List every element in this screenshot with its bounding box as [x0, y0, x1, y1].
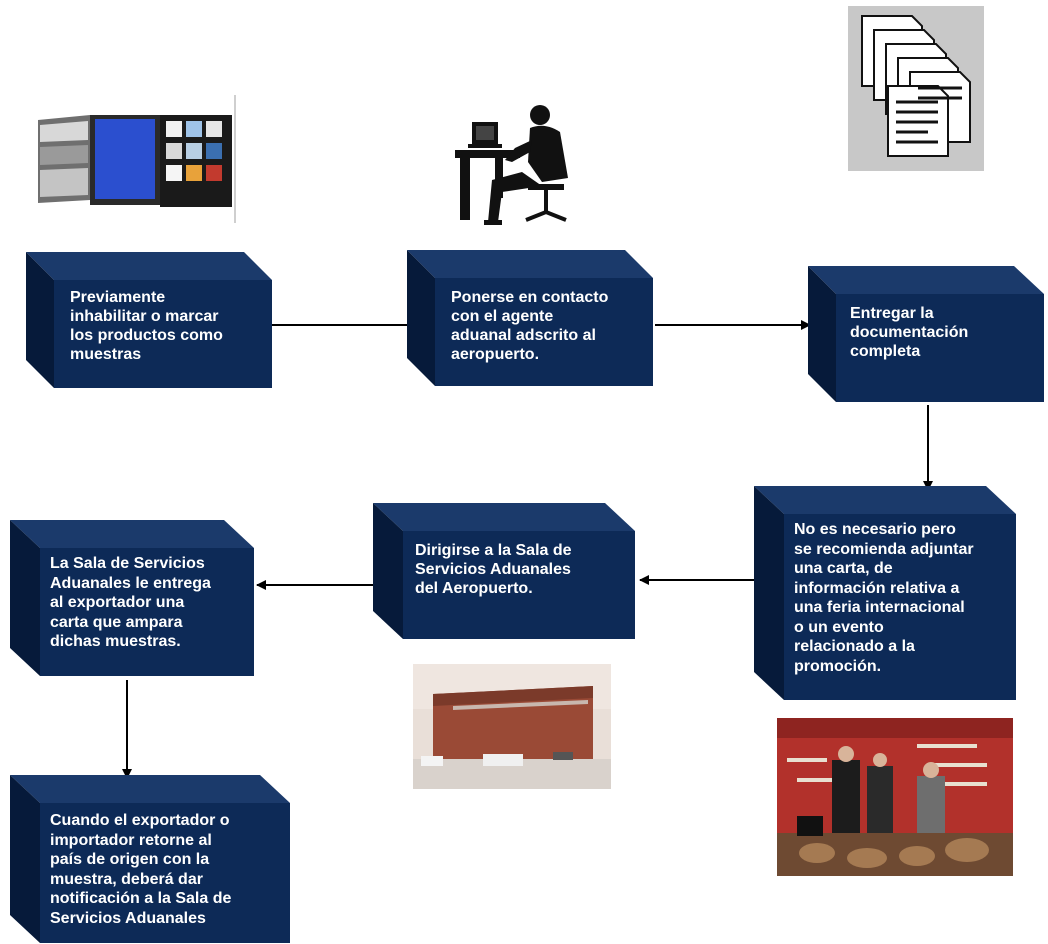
step-box-5: Dirigirse a la Sala de Servicios Aduanal… [373, 503, 637, 639]
trade-fair-photo [777, 718, 1013, 876]
step-box-3: Entregar la documentación completa [808, 266, 1048, 402]
step-box-7: Cuando el exportador o importador retorn… [10, 775, 292, 943]
step-2-text: Ponerse en contacto con el agente aduana… [451, 289, 609, 363]
color-swatch-samples-icon [30, 95, 240, 223]
documents-stack-icon [848, 6, 984, 171]
step-box-1: Previamente inhabilitar o marcar los pro… [26, 252, 276, 388]
step-box-2: Ponerse en contacto con el agente aduana… [407, 250, 657, 386]
person-on-phone-at-desk-icon [450, 100, 580, 230]
step-box-6: La Sala de Servicios Aduanales le entreg… [10, 520, 256, 676]
step-3-text: Entregar la documentación completa [850, 305, 969, 360]
step-7-text: Cuando el exportador o importador retorn… [50, 812, 232, 927]
step-5-text: Dirigirse a la Sala de Servicios Aduanal… [415, 542, 572, 597]
step-box-4: No es necesario pero se recomienda adjun… [754, 486, 1018, 700]
step-6-text: La Sala de Servicios Aduanales le entreg… [50, 555, 211, 650]
step-4-text: No es necesario pero se recomienda adjun… [794, 521, 974, 675]
airport-building-photo [413, 664, 611, 789]
step-1-text: Previamente inhabilitar o marcar los pro… [70, 289, 223, 363]
